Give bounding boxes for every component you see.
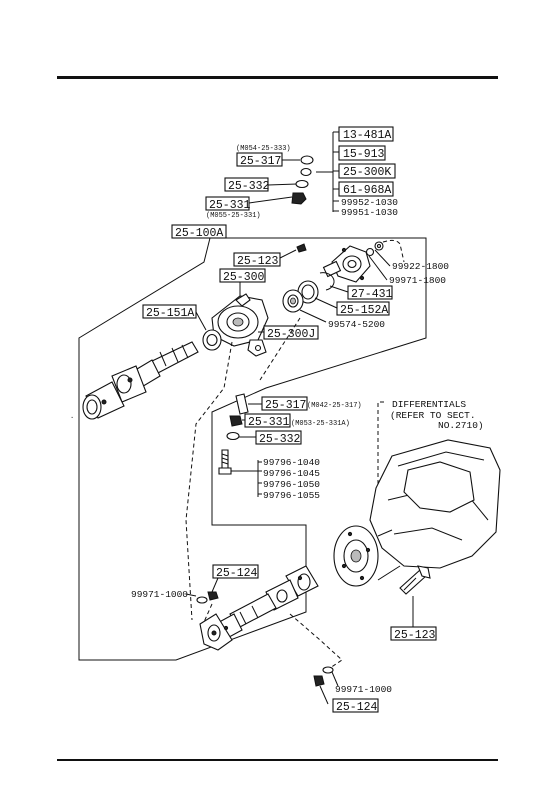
label-99922-1800: 99922-1800	[392, 261, 449, 272]
label-99971-1000-lower: 99971-1000	[335, 684, 392, 695]
snap-ring-and-seals	[282, 272, 335, 313]
companion-flange	[322, 241, 384, 283]
label-m054: (M054-25-333)	[236, 145, 291, 153]
label-25-317-upper: 25-317	[240, 155, 281, 168]
kit-part-list: 13-481A 15-913 25-300K 61-968A 99952-103…	[316, 126, 398, 218]
top-rule	[57, 76, 498, 79]
label-99952-1030: 99952-1030	[341, 197, 398, 208]
label-25-332-upper: 25-332	[228, 180, 270, 193]
label-25-100A: 25-100A	[175, 227, 223, 240]
label-13-481A: 13-481A	[343, 129, 391, 142]
label-m055: (M055-25-331)	[206, 212, 261, 220]
label-99951-1030: 99951-1030	[341, 207, 398, 218]
label-m042: (M042-25-317)	[307, 402, 362, 410]
bolt-group: 99796-1040 99796-1045 99796-1050 99796-1…	[218, 449, 320, 501]
page-mark: .	[70, 413, 74, 421]
lower-fasteners: 99971-1000 25-124	[313, 666, 392, 714]
label-99796-1050: 99796-1050	[263, 479, 320, 490]
label-99574-5200: 99574-5200	[328, 319, 385, 330]
label-25-152A: 25-152A	[340, 304, 388, 317]
label-25-332-middle: 25-332	[259, 433, 301, 446]
label-m053: (M053-25-331A)	[291, 420, 350, 428]
note-differentials: DIFFERENTIALS	[392, 399, 466, 410]
label-25-123-upper: 25-123	[237, 255, 279, 268]
label-99796-1055: 99796-1055	[263, 490, 320, 501]
rear-propeller-shaft	[199, 565, 319, 651]
label-25-124-lower: 25-124	[336, 701, 378, 714]
label-61-968A: 61-968A	[343, 184, 391, 197]
label-99971-1800: 99971-1800	[389, 275, 446, 286]
center-bearing-support	[211, 293, 269, 357]
bottom-rule	[57, 759, 498, 761]
label-27-431: 27-431	[351, 288, 393, 301]
label-25-317-middle: 25-317	[265, 399, 306, 412]
label-25-300: 25-300	[223, 271, 265, 284]
note-section-number: NO.2710)	[438, 420, 484, 431]
upper-fasteners: (M054-25-333) 25-317 25-332 25-331 (M055…	[205, 145, 314, 220]
assembly-outline	[78, 237, 427, 661]
label-25-124-upper: 25-124	[216, 567, 258, 580]
label-25-123-lower: 25-123	[394, 629, 436, 642]
label-99971-1000-upper: 99971-1000	[131, 589, 188, 600]
middle-fasteners: 25-317 (M042-25-317) 25-331 (M053-25-331…	[226, 393, 362, 446]
label-25-151A: 25-151A	[146, 307, 194, 320]
label-25-331-upper: 25-331	[209, 199, 251, 212]
front-propeller-shaft	[82, 341, 199, 420]
label-99796-1040: 99796-1040	[263, 457, 320, 468]
lower-bolt: 25-123	[390, 565, 437, 642]
differential-housing	[333, 439, 501, 587]
label-25-300J: 25-300J	[267, 328, 315, 341]
upper-bolt: 25-123	[233, 243, 307, 268]
note-refer-to-sect: (REFER TO SECT.	[390, 410, 476, 421]
label-15-913: 15-913	[343, 148, 385, 161]
label-25-331-middle: 25-331	[248, 416, 290, 429]
label-25-300K: 25-300K	[343, 166, 391, 179]
label-99796-1045: 99796-1045	[263, 468, 320, 479]
